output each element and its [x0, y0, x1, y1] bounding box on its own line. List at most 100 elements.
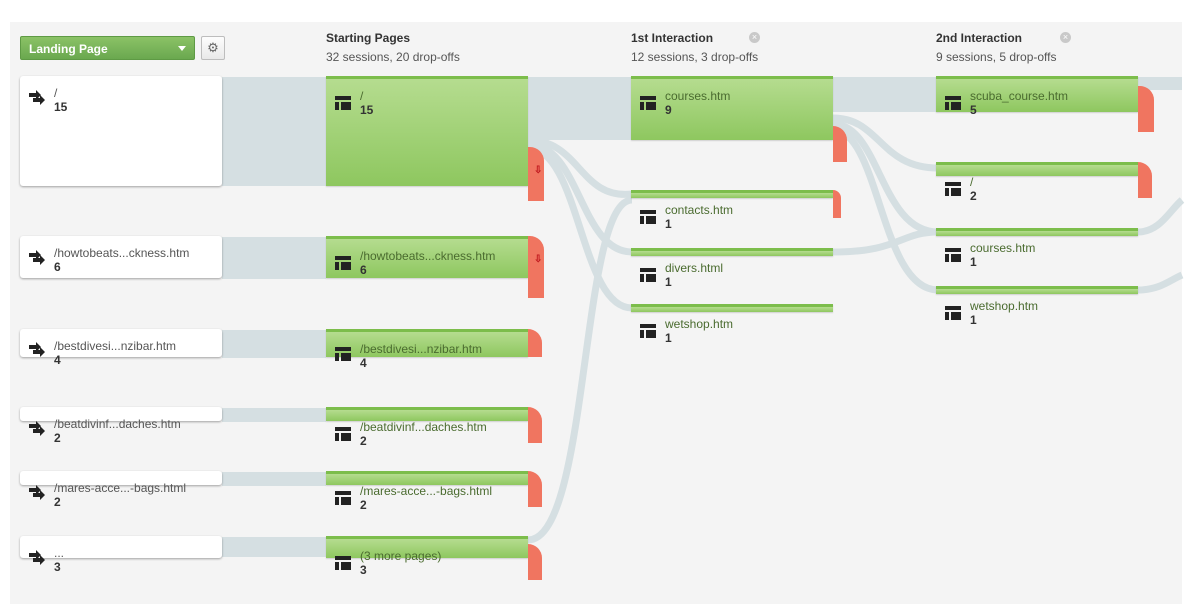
- node-label: divers.html: [665, 261, 724, 275]
- page-icon: [335, 347, 351, 361]
- starting-page-node[interactable]: / 15: [326, 76, 528, 186]
- flow-band: [528, 77, 632, 140]
- interaction-node[interactable]: courses.htm 1: [936, 228, 1138, 269]
- flow-band: [1138, 77, 1182, 90]
- flow-band: [222, 330, 326, 358]
- flow-band: [222, 472, 326, 486]
- starting-page-node[interactable]: (3 more pages) 3: [326, 536, 528, 577]
- chevron-down-icon: [178, 46, 186, 51]
- dropoff-indicator[interactable]: [1138, 162, 1152, 198]
- source-node[interactable]: / 15: [20, 76, 222, 186]
- gear-icon: ⚙: [207, 40, 219, 55]
- node-count: 1: [665, 217, 672, 231]
- interaction-node[interactable]: wetshop.htm 1: [936, 286, 1138, 327]
- flow-curve: [527, 136, 633, 198]
- page-icon: [945, 96, 961, 110]
- interaction-node[interactable]: contacts.htm 1: [631, 190, 833, 231]
- starting-page-node[interactable]: /mares-acce...-bags.html 2: [326, 471, 528, 512]
- page-icon: [335, 556, 351, 570]
- source-node[interactable]: /mares-acce...-bags.html 2: [20, 471, 222, 509]
- node-label: ...: [54, 546, 65, 560]
- page-icon: [335, 491, 351, 505]
- node-count: 3: [360, 563, 367, 577]
- flow-curve: [527, 196, 633, 544]
- page-icon: [640, 324, 656, 338]
- page-icon: [335, 427, 351, 441]
- node-count: 2: [360, 434, 367, 448]
- node-count: 2: [54, 495, 61, 509]
- flow-curve: [832, 114, 939, 172]
- node-label: (3 more pages): [360, 549, 442, 563]
- source-node[interactable]: /bestdivesi...nzibar.htm 4: [20, 329, 222, 367]
- interaction-node[interactable]: / 2: [936, 162, 1138, 203]
- flow-curve: [832, 120, 939, 236]
- node-label: /: [54, 86, 58, 100]
- flow-curve: [527, 144, 633, 312]
- node-label: /bestdivesi...nzibar.htm: [360, 342, 483, 356]
- node-count: 4: [54, 353, 61, 367]
- starting-page-node[interactable]: /bestdivesi...nzibar.htm 4: [326, 329, 528, 370]
- node-count: 6: [360, 263, 367, 277]
- interaction-node[interactable]: courses.htm 9: [631, 76, 833, 140]
- dropoff-indicator[interactable]: [528, 329, 542, 357]
- node-count: 4: [360, 356, 367, 370]
- page-icon: [335, 96, 351, 110]
- flow-band: [222, 408, 326, 422]
- flow-curve: [832, 228, 939, 256]
- dropoff-indicator[interactable]: [528, 544, 542, 580]
- node-count: 1: [665, 331, 672, 345]
- dropoff-arrow-icon: ⇩: [534, 254, 543, 265]
- flow-curve: [1137, 271, 1184, 294]
- node-label: /beatdivinf...daches.htm: [54, 417, 181, 431]
- page-icon: [640, 268, 656, 282]
- entrance-arrows-icon: [29, 250, 45, 265]
- interaction-node[interactable]: divers.html 1: [631, 248, 833, 289]
- node-label: /: [970, 175, 974, 189]
- dropoff-indicator[interactable]: [528, 407, 542, 443]
- node-label: /bestdivesi...nzibar.htm: [54, 339, 177, 353]
- node-count: 1: [665, 275, 672, 289]
- dropoff-indicator[interactable]: ⇩: [528, 236, 544, 298]
- dropoff-indicator[interactable]: ⇩: [528, 147, 544, 201]
- page-icon: [945, 182, 961, 196]
- node-label: /beatdivinf...daches.htm: [360, 420, 487, 434]
- entrance-arrows-icon: [29, 90, 45, 105]
- page-icon: [945, 306, 961, 320]
- interaction-node[interactable]: scuba_course.htm 5: [936, 76, 1138, 117]
- source-node[interactable]: ... 3: [20, 536, 222, 574]
- node-count: 2: [360, 498, 367, 512]
- dropoff-indicator[interactable]: [833, 190, 841, 218]
- entrance-arrows-icon: [29, 550, 45, 565]
- column-header-starting-pages: Starting Pages 32 sessions, 20 drop-offs: [326, 31, 460, 64]
- dropoff-arrow-icon: ⇩: [534, 165, 543, 176]
- node-label: wetshop.htm: [665, 317, 734, 331]
- flow-band: [222, 237, 326, 279]
- starting-page-node[interactable]: /beatdivinf...daches.htm 2: [326, 407, 528, 448]
- node-label: /: [360, 89, 364, 103]
- close-column-icon[interactable]: ×: [749, 32, 760, 43]
- node-label: scuba_course.htm: [970, 89, 1069, 103]
- interaction-node[interactable]: wetshop.htm 1: [631, 304, 833, 345]
- dropoff-indicator[interactable]: [1138, 86, 1154, 132]
- dropoff-indicator[interactable]: [833, 126, 847, 162]
- entrance-arrows-icon: [29, 421, 45, 436]
- dimension-select[interactable]: Landing Page: [20, 36, 195, 60]
- settings-button[interactable]: ⚙: [201, 36, 225, 60]
- source-node[interactable]: /howtobeats...ckness.htm 6: [20, 236, 222, 278]
- page-icon: [945, 248, 961, 262]
- source-node[interactable]: /beatdivinf...daches.htm 2: [20, 407, 222, 445]
- column-title: 1st Interaction: [631, 31, 714, 45]
- column-header-1st-interaction: 1st Interaction 12 sessions, 3 drop-offs…: [631, 31, 760, 64]
- node-label: /howtobeats...ckness.htm: [360, 249, 496, 263]
- close-column-icon[interactable]: ×: [1060, 32, 1071, 43]
- node-count: 1: [970, 255, 977, 269]
- column-title: 2nd Interaction: [936, 31, 1023, 45]
- flow-curve: [1137, 197, 1185, 236]
- flow-curve: [527, 140, 633, 256]
- column-header-2nd-interaction: 2nd Interaction 9 sessions, 5 drop-offs …: [936, 31, 1071, 64]
- dropoff-indicator[interactable]: [528, 471, 542, 507]
- flow-band: [833, 77, 938, 112]
- column-title: Starting Pages: [326, 31, 411, 45]
- starting-page-node[interactable]: /howtobeats...ckness.htm 6: [326, 236, 528, 278]
